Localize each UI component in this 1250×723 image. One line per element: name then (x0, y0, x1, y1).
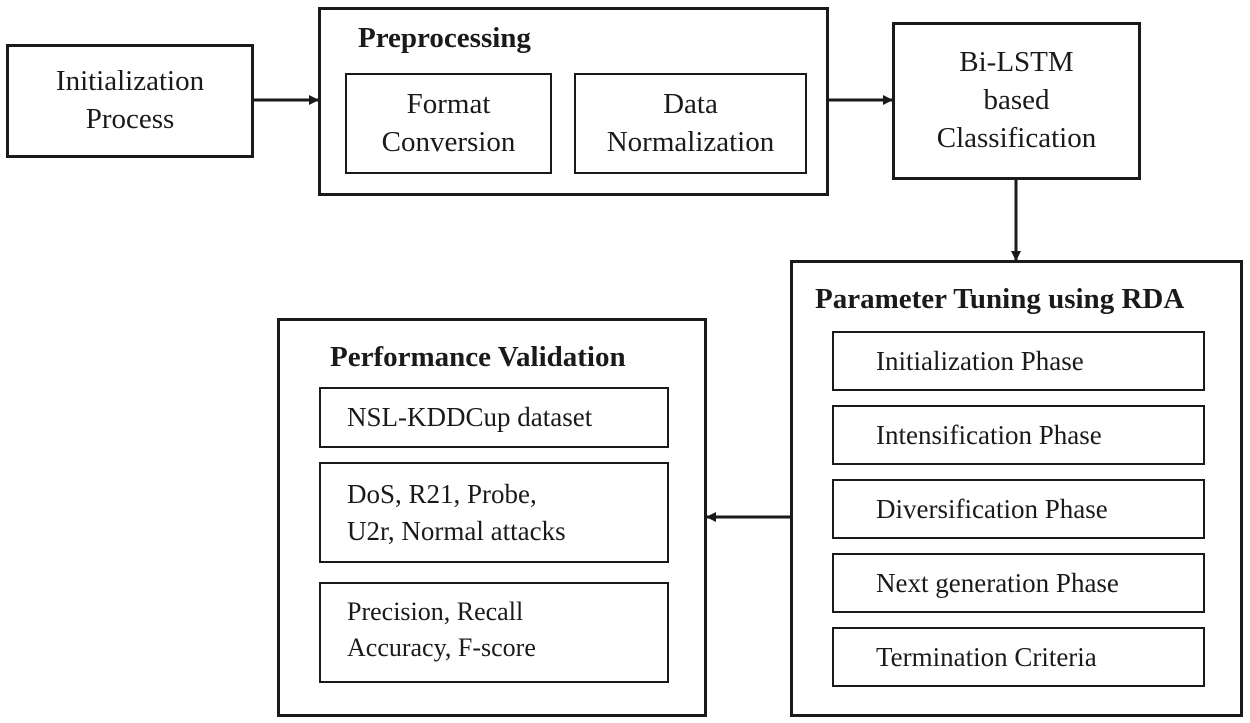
preprocessing-title: Preprocessing (358, 22, 531, 54)
initialization-line-1: Initialization (55, 65, 205, 98)
rda-phase-next-generation: Next generation Phase (832, 553, 1205, 613)
metrics-line-1: Precision, Recall (347, 597, 524, 626)
preprocessing-box: Preprocessing Format Conversion Data Nor… (318, 7, 829, 196)
rda-phase-initialization-label: Initialization Phase (876, 345, 1084, 376)
classification-line-1: Bi-LSTM (959, 46, 1074, 79)
data-normalization-box: Data Normalization (574, 73, 807, 174)
initialization-line-2: Process (85, 103, 175, 135)
classification-label: Bi-LSTM based Classification (937, 44, 1096, 157)
format-conversion-line-2: Conversion (381, 125, 516, 158)
rda-phase-intensification: Intensification Phase (832, 405, 1205, 465)
classification-line-3: Classification (936, 121, 1097, 154)
attack-types-line-2: U2r, Normal attacks (347, 515, 566, 546)
data-normalization-label: Data Normalization (607, 86, 775, 161)
rda-tuning-title: Parameter Tuning using RDA (815, 283, 1185, 315)
initialization-process-label: Initialization Process (56, 63, 204, 138)
format-conversion-label: Format Conversion (382, 86, 516, 161)
performance-validation-box: Performance Validation NSL-KDDCup datase… (277, 318, 707, 717)
rda-termination-criteria: Termination Criteria (832, 627, 1205, 687)
nsl-kddcup-dataset-label: NSL-KDDCup dataset (347, 402, 593, 433)
format-conversion-line-1: Format (406, 87, 491, 120)
rda-phase-diversification-label: Diversification Phase (876, 493, 1108, 524)
format-conversion-box: Format Conversion (345, 73, 552, 174)
rda-phase-next-generation-label: Next generation Phase (876, 567, 1119, 598)
attack-types-box: DoS, R21, Probe, U2r, Normal attacks (319, 462, 669, 563)
rda-phase-diversification: Diversification Phase (832, 479, 1205, 539)
initialization-process-box: Initialization Process (6, 44, 254, 158)
classification-box: Bi-LSTM based Classification (892, 22, 1141, 180)
rda-termination-criteria-label: Termination Criteria (876, 641, 1097, 672)
metrics-box: Precision, Recall Accuracy, F-score (319, 582, 669, 683)
performance-validation-title: Performance Validation (330, 341, 626, 373)
nsl-kddcup-dataset-box: NSL-KDDCup dataset (319, 387, 669, 448)
rda-tuning-box: Parameter Tuning using RDA Initializatio… (790, 260, 1243, 717)
data-normalization-line-1: Data (663, 87, 718, 120)
rda-phase-intensification-label: Intensification Phase (876, 419, 1102, 450)
attack-types-label: DoS, R21, Probe, U2r, Normal attacks (347, 476, 566, 549)
attack-types-line-1: DoS, R21, Probe, (347, 479, 537, 510)
data-normalization-line-2: Normalization (606, 125, 775, 158)
classification-line-2: based (983, 84, 1050, 117)
metrics-label: Precision, Recall Accuracy, F-score (347, 594, 536, 667)
rda-phase-initialization: Initialization Phase (832, 331, 1205, 391)
metrics-line-2: Accuracy, F-score (347, 633, 536, 663)
